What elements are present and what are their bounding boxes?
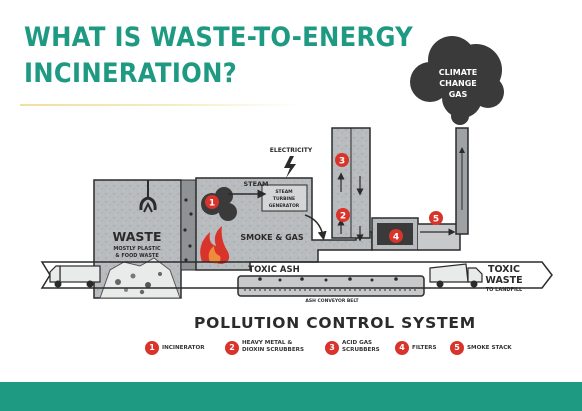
legend-number-4: 4 — [395, 341, 409, 355]
toxic-ash-label: TOXIC ASH — [248, 265, 299, 275]
title-line-1: WHAT IS WASTE-TO-ENERGY — [24, 22, 414, 53]
toxic-waste-label-2: WASTE — [485, 275, 522, 286]
svg-text:5: 5 — [433, 215, 439, 225]
electricity-label: ELECTRICITY — [270, 147, 313, 154]
legend-number-3: 3 — [325, 341, 339, 355]
svg-text:3: 3 — [339, 157, 345, 167]
feed-chute — [180, 179, 197, 271]
grabber-claw-icon — [139, 180, 157, 213]
to-landfill-label: TO LANDFILL — [486, 287, 523, 293]
title-underline — [20, 104, 302, 106]
ash-conveyor — [237, 275, 425, 297]
marker-2: 2 — [336, 208, 350, 222]
toxic-waste-label-1: TOXIC — [488, 264, 520, 275]
legend: 1 INCINERATOR 2 HEAVY METAL & DIOXIN SCR… — [145, 340, 512, 358]
legend-label-3-line-1: ACID GAS — [342, 340, 373, 346]
legend-label-3: ACID GAS SCRUBBERS — [342, 340, 380, 354]
title-line-2: INCINERATION? — [24, 58, 238, 89]
page-title: WHAT IS WASTE-TO-ENERGY INCINERATION? — [24, 20, 413, 92]
legend-label-3-line-2: SCRUBBERS — [342, 347, 380, 353]
marker-4: 4 — [389, 229, 403, 243]
legend-label-2-line-2: DIOXIN SCRUBBERS — [242, 347, 304, 353]
dump-truck-icon — [429, 263, 483, 288]
svg-text:1: 1 — [209, 199, 215, 209]
smoke-gas-label: SMOKE & GAS — [240, 233, 303, 242]
legend-label-2-line-1: HEAVY METAL & — [242, 340, 293, 346]
legend-number-5: 5 — [450, 341, 464, 355]
marker-5: 5 — [429, 211, 443, 225]
lightning-bolt-icon — [284, 156, 296, 178]
marker-1: 1 — [205, 195, 219, 209]
legend-label-2: HEAVY METAL & DIOXIN SCRUBBERS — [242, 340, 304, 354]
legend-number-2: 2 — [225, 341, 239, 355]
steam-turbine-generator — [261, 184, 308, 212]
legend-label-4: FILTERS — [412, 345, 437, 351]
fire-icon — [200, 226, 230, 264]
turbine-label-3: GENERATOR — [269, 203, 300, 209]
waste-sub-1: MOSTLY PLASTIC — [113, 246, 161, 252]
pollution-control-title: POLLUTION CONTROL SYSTEM — [194, 314, 477, 332]
svg-text:2: 2 — [340, 212, 346, 222]
marker-3: 3 — [335, 153, 349, 167]
svg-text:4: 4 — [393, 233, 399, 243]
waste-label: WASTE — [113, 229, 162, 244]
legend-label-5: SMOKE STACK — [467, 345, 512, 351]
smoke-gas-arrow — [304, 214, 327, 241]
stack-duct — [418, 223, 461, 251]
turbine-label-1: STEAM — [275, 189, 293, 195]
conveyor-label: ASH CONVEYOR BELT — [305, 298, 359, 304]
climate-label-2: CHANGE — [439, 79, 476, 88]
legend-number-1: 1 — [145, 341, 159, 355]
climate-label-3: GAS — [449, 90, 468, 99]
climate-label-1: CLIMATE — [439, 68, 477, 77]
footer-band — [0, 382, 582, 411]
waste-sub-2: & FOOD WASTE — [115, 253, 159, 259]
garbage-truck-icon — [49, 265, 101, 288]
steam-label: STEAM — [243, 180, 268, 188]
turbine-label-2: TURBINE — [273, 196, 295, 202]
legend-label-1: INCINERATOR — [162, 345, 205, 351]
climate-cloud — [410, 36, 504, 125]
